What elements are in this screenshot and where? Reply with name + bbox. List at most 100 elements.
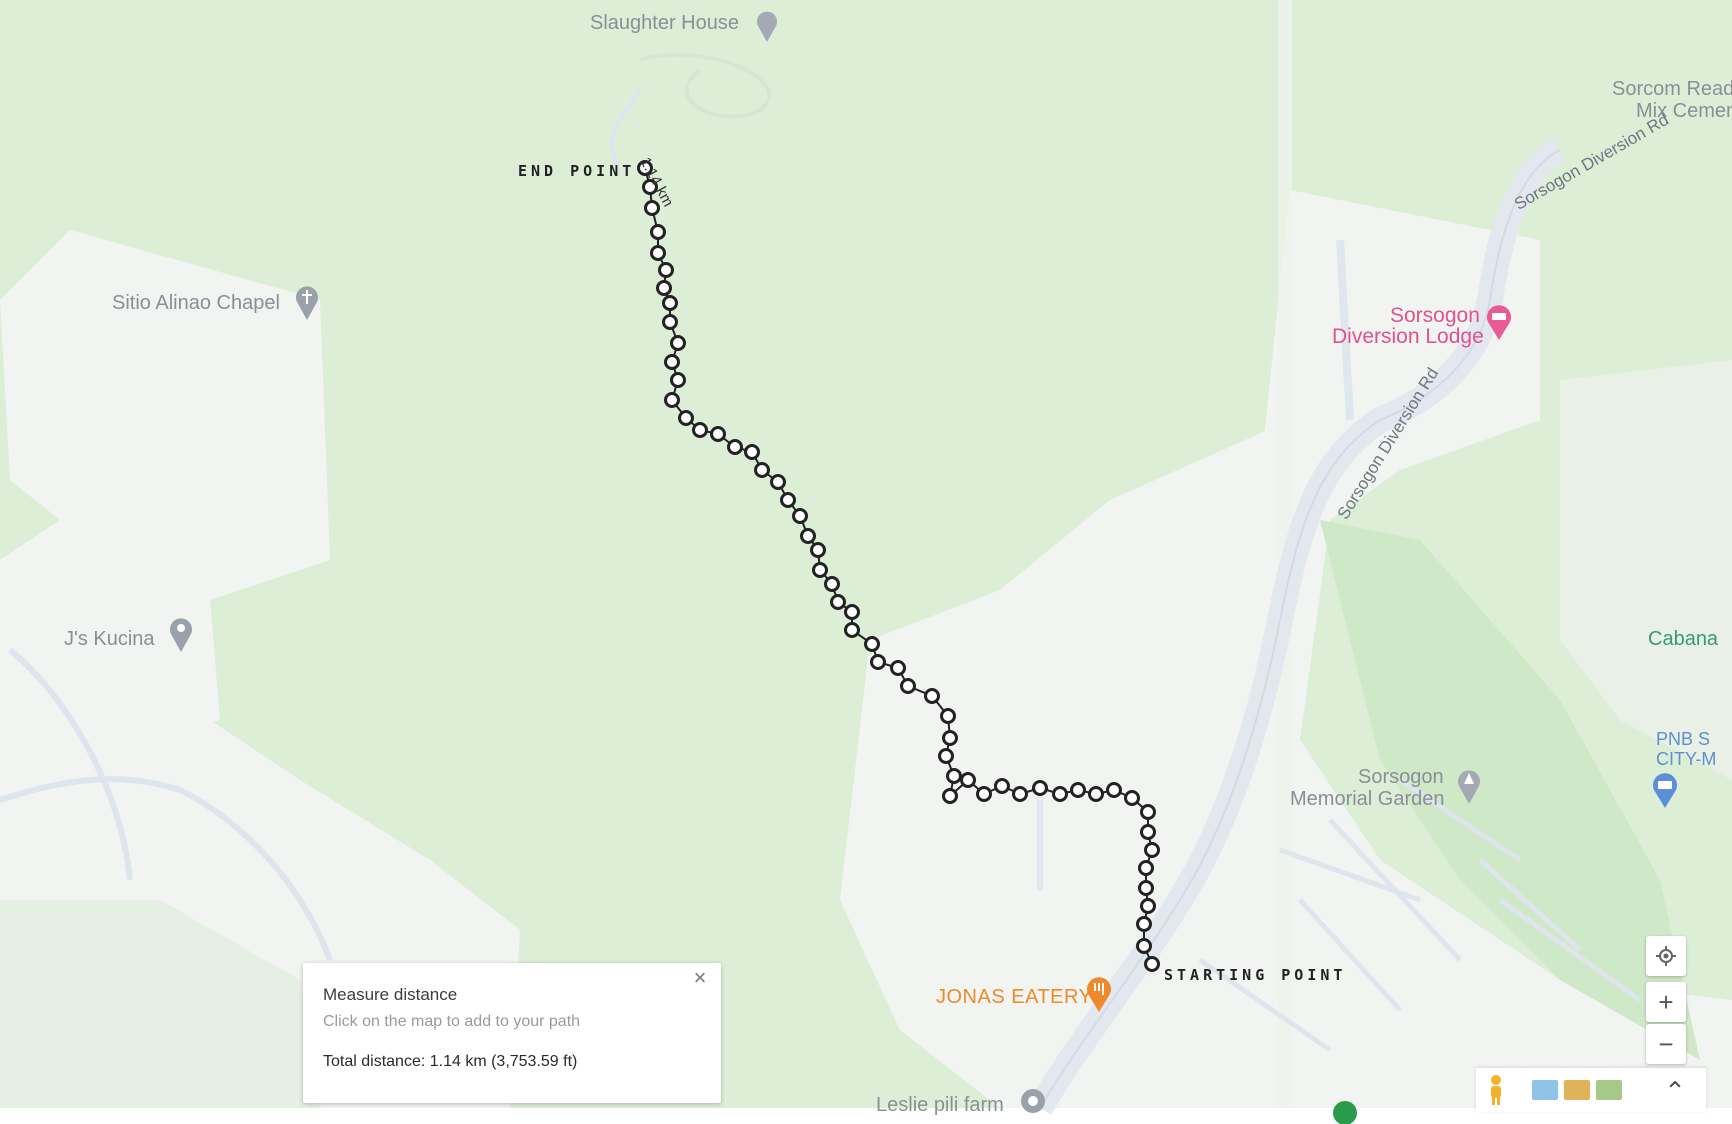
label-jonas-eatery[interactable]: JONAS EATERY — [936, 986, 1093, 1008]
route-vertex[interactable] — [1144, 842, 1160, 858]
route-vertex[interactable] — [664, 392, 680, 408]
route-vertex[interactable] — [670, 335, 686, 351]
label-sitio-alinao-chapel[interactable]: Sitio Alinao Chapel — [112, 292, 280, 314]
route-vertex[interactable] — [940, 708, 956, 724]
restaurant-marker-icon[interactable] — [166, 614, 196, 654]
label-pnb-2[interactable]: CITY-M — [1656, 749, 1717, 769]
route-start-vertex[interactable] — [1144, 956, 1160, 972]
route-vertex[interactable] — [1136, 938, 1152, 954]
route-vertex[interactable] — [1140, 824, 1156, 840]
route-vertex[interactable] — [844, 604, 860, 620]
route-vertex[interactable] — [976, 786, 992, 802]
route-vertex[interactable] — [942, 730, 958, 746]
label-memorial-garden-1[interactable]: Sorsogon — [1358, 766, 1444, 788]
route-vertex[interactable] — [1032, 780, 1048, 796]
route-vertex[interactable] — [644, 200, 660, 216]
diversion-road-edge — [1039, 149, 1561, 1109]
lodge-marker-icon[interactable] — [1484, 302, 1514, 342]
route-vertex[interactable] — [692, 422, 708, 438]
route-vertex[interactable] — [664, 354, 680, 370]
route-vertex[interactable] — [994, 778, 1010, 794]
expand-chevron-icon[interactable]: ⌃ — [1664, 1076, 1686, 1106]
my-location-button[interactable] — [1646, 936, 1686, 976]
route-vertex[interactable] — [938, 748, 954, 764]
church-marker-icon[interactable] — [292, 282, 322, 322]
farm-marker-icon[interactable] — [1018, 1086, 1048, 1124]
label-diversion-lodge-1[interactable]: Sorsogon — [1390, 304, 1480, 327]
route-vertex[interactable] — [1124, 790, 1140, 806]
route-vertex[interactable] — [1088, 786, 1104, 802]
route-vertex[interactable] — [1070, 782, 1086, 798]
end-point-label: END POINT — [518, 162, 636, 180]
crosshair-icon — [1656, 946, 1676, 966]
route-vertex[interactable] — [864, 636, 880, 652]
route-vertex[interactable] — [1052, 786, 1068, 802]
route-vertex[interactable] — [900, 678, 916, 694]
label-slaughter-house[interactable]: Slaughter House — [590, 12, 739, 34]
pegman-icon[interactable] — [1486, 1074, 1506, 1106]
route-vertex[interactable] — [754, 462, 770, 478]
route-vertex[interactable] — [924, 688, 940, 704]
label-js-kucina[interactable]: J's Kucina — [64, 628, 155, 650]
route-end-vertex[interactable] — [637, 160, 653, 176]
route-vertex[interactable] — [800, 528, 816, 544]
label-sorcom-ready-mix-1[interactable]: Sorcom Read — [1612, 78, 1732, 100]
route-vertex[interactable] — [1140, 898, 1156, 914]
route-vertex[interactable] — [744, 444, 760, 460]
route-vertex[interactable] — [1136, 916, 1152, 932]
route-vertex[interactable] — [812, 562, 828, 578]
route-vertex[interactable] — [1012, 786, 1028, 802]
route-vertex[interactable] — [780, 492, 796, 508]
eatery-marker-icon[interactable] — [1084, 974, 1114, 1014]
route-vertex[interactable] — [1106, 782, 1122, 798]
memorial-marker-icon[interactable] — [1454, 766, 1484, 806]
route-vertex[interactable] — [942, 788, 958, 804]
route-vertex[interactable] — [824, 576, 840, 592]
map-layer-icon[interactable] — [1596, 1080, 1622, 1100]
route-vertex[interactable] — [830, 594, 846, 610]
minor-road-4 — [8, 647, 133, 881]
satellite-layer-icon[interactable] — [1532, 1080, 1558, 1100]
slaughter-house-marker-icon[interactable] — [752, 6, 782, 46]
route-vertex[interactable] — [792, 508, 808, 524]
route-vertex[interactable] — [650, 245, 666, 261]
measure-total-distance: Total distance: 1.14 km (3,753.59 ft) — [323, 1053, 578, 1070]
label-memorial-garden-2[interactable]: Memorial Garden — [1290, 788, 1445, 810]
route-vertex[interactable] — [670, 372, 686, 388]
route-vertex[interactable] — [642, 179, 658, 195]
bank-marker-icon[interactable] — [1650, 770, 1680, 810]
label-diversion-lodge-2[interactable]: Diversion Lodge — [1332, 325, 1484, 348]
route-vertex[interactable] — [662, 314, 678, 330]
terrain-layer-icon[interactable] — [1564, 1080, 1590, 1100]
route-vertex[interactable] — [1138, 860, 1154, 876]
paper-bottom — [0, 1108, 1732, 1124]
route-vertex[interactable] — [844, 622, 860, 638]
green-marker-icon[interactable] — [1330, 1098, 1360, 1124]
route-vertex[interactable] — [658, 262, 674, 278]
route-vertex[interactable] — [710, 426, 726, 442]
route-vertex[interactable] — [946, 768, 962, 784]
label-sorcom-ready-mix-2[interactable]: Mix Cemen — [1636, 100, 1732, 122]
route-vertex[interactable] — [770, 474, 786, 490]
route-vertex[interactable] — [1140, 804, 1156, 820]
route-vertex[interactable] — [810, 542, 826, 558]
label-cabana[interactable]: Cabana — [1648, 628, 1719, 650]
zoom-in-button[interactable]: + — [1646, 982, 1686, 1022]
route-vertex[interactable] — [662, 295, 678, 311]
route-vertex[interactable] — [890, 660, 906, 676]
zoom-out-button[interactable]: − — [1646, 1024, 1686, 1064]
route-vertex[interactable] — [727, 439, 743, 455]
label-leslie-pili-farm[interactable]: Leslie pili farm — [876, 1094, 1004, 1116]
route-vertex[interactable] — [1138, 880, 1154, 896]
measure-distance-panel: Measure distance Click on the map to add… — [303, 963, 721, 1103]
label-pnb-1[interactable]: PNB S — [1656, 729, 1711, 749]
route-vertex[interactable] — [870, 654, 886, 670]
close-icon[interactable]: × — [693, 965, 707, 990]
route-vertex[interactable] — [960, 772, 976, 788]
map-bottom-bar: ⌃ — [1476, 1068, 1706, 1112]
route-vertex[interactable] — [650, 224, 666, 240]
route-vertex[interactable] — [656, 280, 672, 296]
route-vertex[interactable] — [678, 410, 694, 426]
